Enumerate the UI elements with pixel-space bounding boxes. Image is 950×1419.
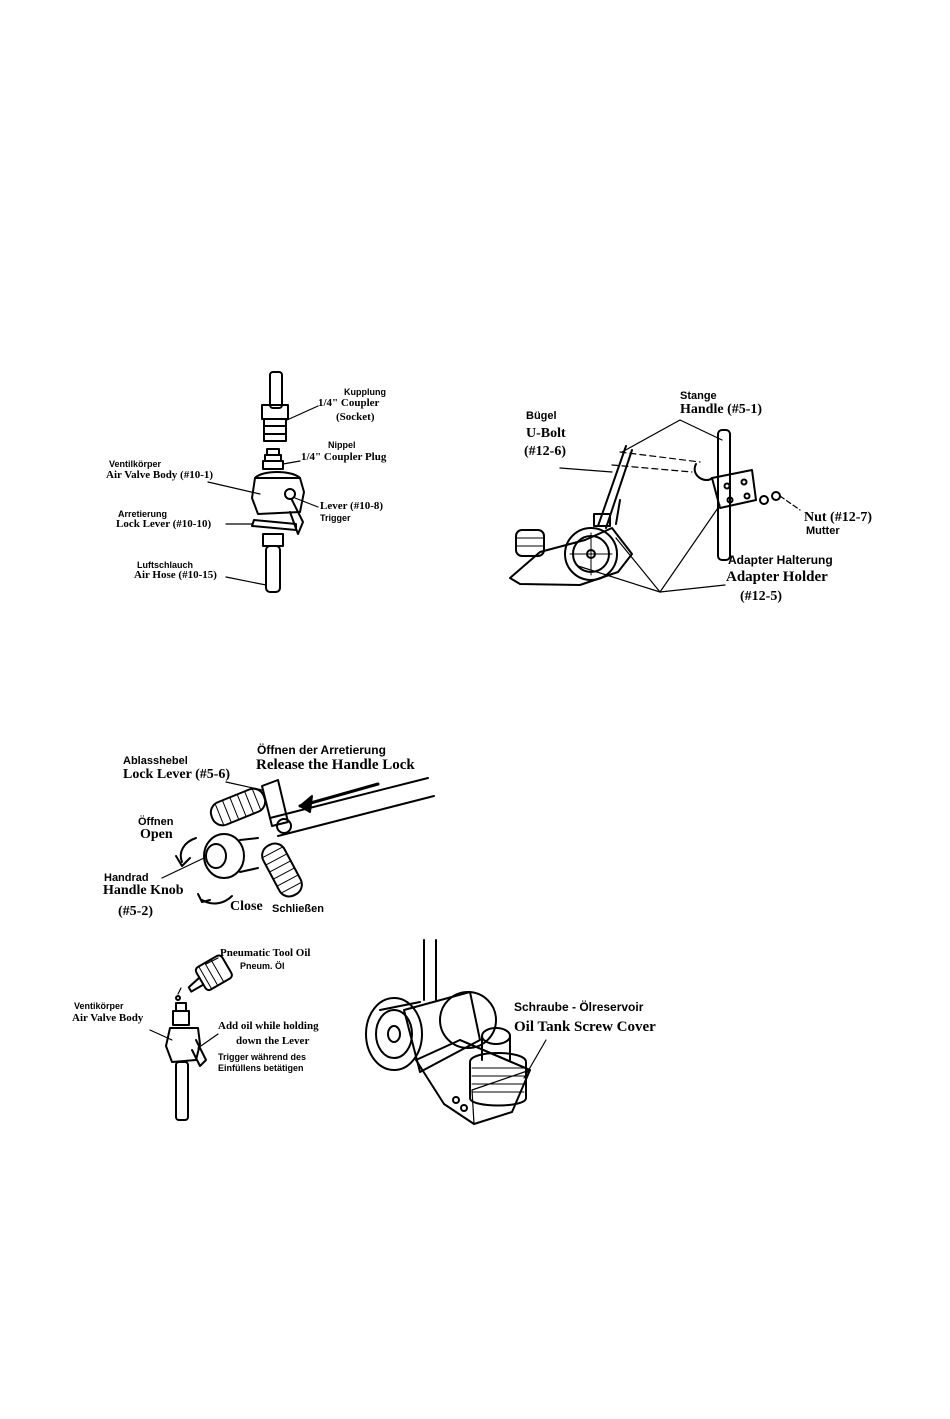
label-adapter-halterung: Adapter Halterung	[728, 553, 833, 567]
label-ablasshebel: Ablasshebel	[123, 755, 188, 767]
label-handle-knob: Handle Knob	[103, 883, 184, 898]
label-socket: (Socket)	[336, 411, 375, 423]
air-valve-assembly-drawing	[208, 372, 318, 592]
label-einfullens: Einfüllens betätigen	[218, 1063, 304, 1073]
label-trigger-de: Trigger während des	[218, 1052, 307, 1062]
label-adapter-holder: Adapter Holder	[726, 569, 828, 585]
label-luftschlauch: Luftschlauch	[137, 560, 194, 570]
label-ventilkorper: Ventilkörper	[109, 459, 162, 469]
label-nut: Nut (#12-7)	[804, 510, 873, 525]
label-schliessen: Schließen	[272, 903, 324, 915]
label-lever: Lever (#10-8)	[320, 500, 384, 512]
label-arretierung: Arretierung	[118, 509, 168, 519]
label-handle: Handle (#5-1)	[680, 402, 763, 417]
label-knob-number: (#5-2)	[118, 904, 153, 919]
jack-oil-tank-drawing	[366, 940, 546, 1124]
label-u-bolt-number: (#12-6)	[524, 444, 566, 459]
label-offnen-arretierung: Öffnen der Arretierung	[257, 743, 386, 757]
label-mutter: Mutter	[806, 525, 840, 537]
label-schraube: Schraube - Ölreservoir	[514, 1000, 644, 1014]
label-close: Close	[230, 899, 263, 914]
label-handrad: Handrad	[104, 872, 149, 884]
label-bugel: Bügel	[526, 410, 557, 422]
label-air-valve-body-2: Air Valve Body	[72, 1012, 144, 1024]
oil-valve-drawing	[150, 954, 233, 1120]
label-lock-lever: Lock Lever (#10-10)	[116, 518, 212, 530]
label-release-lock: Release the Handle Lock	[256, 757, 415, 773]
handle-adapter-drawing	[510, 420, 800, 592]
label-coupler: 1/4" Coupler	[318, 397, 380, 409]
label-air-hose: Air Hose (#10-15)	[134, 569, 217, 581]
label-add-oil: Add oil while holding	[218, 1020, 319, 1032]
label-kupplung: Kupplung	[344, 387, 386, 397]
label-offnen: Öffnen	[138, 816, 174, 828]
label-pneum-ol: Pneum. Öl	[240, 961, 285, 971]
label-air-valve-body: Air Valve Body (#10-1)	[106, 469, 214, 481]
label-u-bolt: U-Bolt	[526, 426, 566, 441]
label-coupler-plug: 1/4" Coupler Plug	[301, 451, 387, 463]
label-pneumatic-oil: Pneumatic Tool Oil	[220, 947, 311, 959]
label-nippel: Nippel	[328, 440, 356, 450]
label-trigger: Trigger	[320, 513, 351, 523]
label-down-lever: down the Lever	[236, 1035, 310, 1047]
label-stange: Stange	[680, 390, 717, 402]
label-ventikorper: Ventikörper	[74, 1001, 124, 1011]
handle-lock-drawing	[162, 778, 434, 903]
label-open: Open	[140, 827, 173, 842]
label-lock-lever-5-6: Lock Lever (#5-6)	[123, 767, 231, 782]
label-adapter-number: (#12-5)	[740, 589, 782, 604]
label-oil-tank: Oil Tank Screw Cover	[514, 1019, 656, 1035]
